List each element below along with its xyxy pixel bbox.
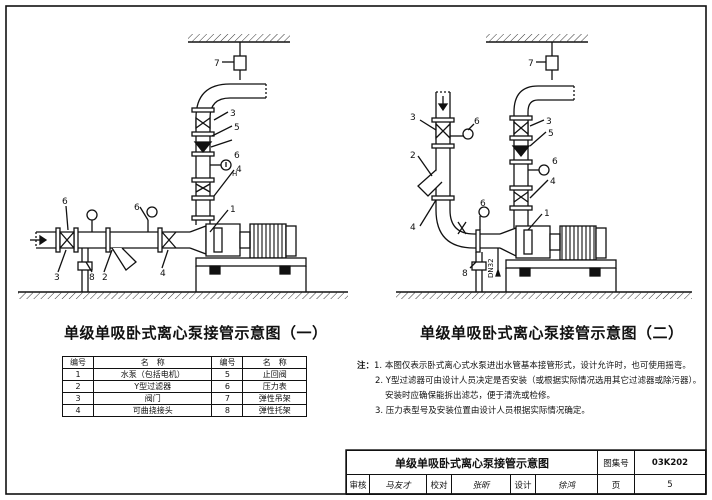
- atlas-no: 03K202: [634, 450, 706, 475]
- legend-cell: 1: [62, 368, 94, 381]
- legend-cell: 6: [211, 380, 244, 393]
- notes-block: 注：1. 本图仅表示卧式离心式水泵进出水管基本接管形式，设计允许时，也可使用摇弯…: [357, 359, 701, 419]
- design-name: 徐鸿: [535, 474, 598, 495]
- left-label: 4: [236, 165, 242, 175]
- title-block: 单级单吸卧式离心泵接管示意图 图集号 03K202 审核 马友才 校对 张昕 设…: [346, 450, 706, 495]
- legend-row: 4 可曲挠接头 8 弹性托架: [62, 404, 307, 417]
- left-label: 4: [160, 269, 166, 279]
- pump-casing: [205, 223, 241, 257]
- legend-cell: 阀门: [92, 392, 213, 405]
- review-name: 马友才: [369, 474, 427, 495]
- left-label: 1: [230, 205, 236, 215]
- left-diagram: H: [18, 34, 348, 299]
- legend-cell: 弹性吊架: [242, 392, 307, 405]
- left-label: 6: [134, 203, 140, 213]
- design-label: 设计: [510, 474, 536, 495]
- legend-row: 2 Y型过滤器 6 压力表: [62, 380, 307, 393]
- spring-hanger: [233, 55, 247, 71]
- legend-row: 1 水泵（包括电机） 5 止回阀: [62, 368, 307, 381]
- left-figure-title: 单级单吸卧式离心泵接管示意图（一）: [64, 324, 328, 342]
- note-line: 3. 压力表型号及安装位置由设计人员根据实际情况确定。: [357, 404, 687, 419]
- page-label: 页: [597, 474, 635, 495]
- left-label: 3: [54, 273, 60, 283]
- check-name: 张昕: [451, 474, 511, 495]
- left-label: 3: [230, 109, 236, 119]
- right-label: 3: [410, 113, 416, 123]
- flex-joint: [195, 183, 211, 193]
- note-line: 安装时应确保能拆出滤芯，便于清洗或检修。: [357, 389, 687, 404]
- right-label: 4: [550, 177, 556, 187]
- legend-cell: 2: [62, 380, 94, 393]
- note-item: 2. Y型过滤器可由设计人员决定是否安装（或根据实际情况选用其它过滤器或除污器）…: [375, 376, 702, 386]
- legend-header: 编号: [62, 356, 94, 369]
- right-label: 2: [410, 151, 416, 161]
- legend-cell: 3: [62, 392, 94, 405]
- legend-cell: 5: [211, 368, 244, 381]
- check-label: 校对: [426, 474, 452, 495]
- legend-row: 3 阀门 7 弹性吊架: [62, 392, 307, 405]
- review-label: 审核: [346, 474, 370, 495]
- legend-header: 名 称: [242, 356, 307, 369]
- legend-header-row: 编号 名 称 编号 名 称: [62, 356, 307, 369]
- legend-cell: 弹性托架: [242, 404, 307, 417]
- right-label: 5: [548, 129, 554, 139]
- y-strainer: [111, 247, 137, 271]
- legend-cell: 压力表: [242, 380, 307, 393]
- left-label: 5: [234, 123, 240, 133]
- gate-valve: [195, 116, 211, 130]
- right-label: 4: [410, 223, 416, 233]
- motor: [249, 223, 287, 259]
- note-item: 1. 本图仅表示卧式离心式水泵进出水管基本接管形式，设计允许时，也可使用摇弯。: [374, 361, 691, 371]
- legend-header: 编号: [211, 356, 244, 369]
- right-label: 6: [474, 117, 480, 127]
- note-item: 3. 压力表型号及安装位置由设计人员根据实际情况确定。: [375, 406, 590, 416]
- left-label: 6: [234, 151, 240, 161]
- svg-text:H: H: [232, 170, 237, 178]
- right-diagram: [396, 34, 692, 299]
- legend-table: 编号 名 称 编号 名 称 1 水泵（包括电机） 5 止回阀 2 Y型过滤器 6…: [62, 356, 307, 417]
- title-block-main-title: 单级单吸卧式离心泵接管示意图: [346, 450, 598, 475]
- legend-header: 名 称: [92, 356, 213, 369]
- left-label: 2: [102, 273, 108, 283]
- legend-cell: 8: [211, 404, 244, 417]
- floor-hatch: [18, 292, 348, 299]
- note-line: 注：1. 本图仅表示卧式离心式水泵进出水管基本接管形式，设计允许时，也可使用摇弯…: [357, 359, 691, 374]
- left-label: 6: [62, 197, 68, 207]
- page-no: 5: [634, 474, 706, 495]
- right-label: 6: [480, 199, 486, 209]
- right-figure-title: 单级单吸卧式离心泵接管示意图（二）: [420, 324, 684, 342]
- note-item: 安装时应确保能拆出滤芯，便于清洗或检修。: [385, 391, 556, 401]
- right-labels: 7 3 5 6 4 1 3 2 4 6 6 8 DN32: [410, 59, 558, 279]
- right-label: 3: [546, 117, 552, 127]
- note-line: 2. Y型过滤器可由设计人员决定是否安装（或根据实际情况选用其它过滤器或除污器）…: [357, 374, 701, 389]
- legend-cell: 止回阀: [242, 368, 307, 381]
- dn-label: DN32: [487, 258, 495, 278]
- ceiling-hatch: [188, 34, 290, 42]
- right-label: 1: [544, 209, 550, 219]
- notes-prefix: 注：: [357, 361, 375, 371]
- legend-cell: Y型过滤器: [92, 380, 213, 393]
- right-label: 7: [528, 59, 534, 69]
- right-label: 6: [552, 157, 558, 167]
- legend-cell: 可曲挠接头: [92, 404, 213, 417]
- left-labels: 7 3 5 6 4 1 6 6 3 8 2 4: [54, 59, 242, 283]
- check-valve: [193, 141, 213, 154]
- legend-cell: 水泵（包括电机）: [92, 368, 213, 381]
- left-label: 7: [214, 59, 220, 69]
- pump-base: [195, 257, 307, 267]
- atlas-label: 图集号: [597, 450, 635, 475]
- left-label: 8: [89, 273, 95, 283]
- right-label: 8: [462, 269, 468, 279]
- legend-cell: 4: [62, 404, 94, 417]
- legend-cell: 7: [211, 392, 244, 405]
